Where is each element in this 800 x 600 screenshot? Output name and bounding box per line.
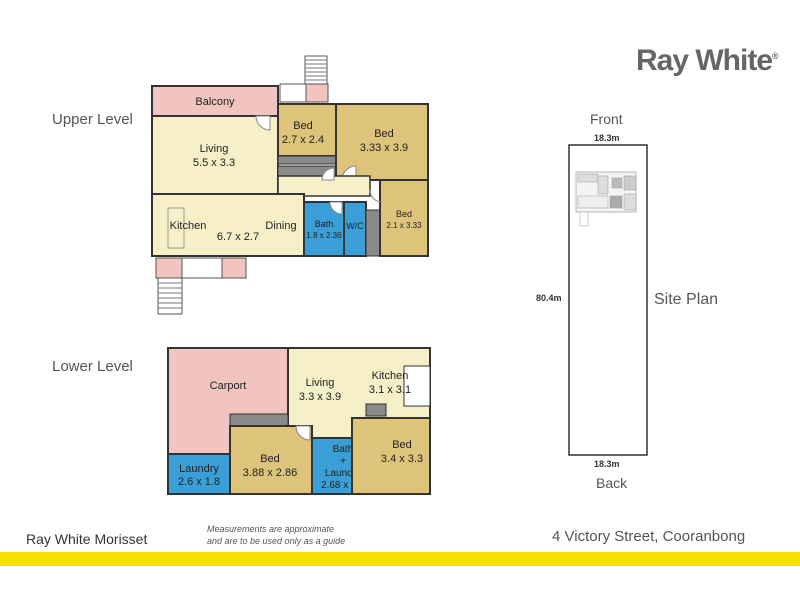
bed-upper-3	[379, 179, 429, 257]
bed-lower-1-dims: 3.88 x 2.86	[243, 467, 297, 479]
kitchen-upper-dims: 6.7 x 2.7	[217, 231, 259, 243]
bath-laundry-dims: 2.68 x 2.3	[321, 480, 365, 491]
accent-bar	[0, 552, 800, 566]
measurement-note: Measurements are approximate and are to …	[207, 523, 367, 547]
bath-laundry-label-1: Bath	[333, 444, 354, 455]
kitchen-upper-label: Kitchen	[170, 220, 207, 232]
bed-upper-3-label: Bed	[396, 209, 412, 219]
bath-upper-dims: 1.8 x 2.36	[306, 231, 342, 240]
bed-lower-1	[229, 425, 313, 495]
site-length: 80.4m	[536, 293, 562, 303]
living-upper-room	[151, 115, 279, 195]
bed-upper-2-label: Bed	[374, 128, 394, 140]
site-building-thumbnail	[575, 171, 637, 227]
bed-upper-1-dims: 2.7 x 2.4	[282, 134, 324, 146]
brand-name: Ray White	[636, 44, 773, 77]
lower-level-label: Lower Level	[52, 358, 133, 375]
stairs-top	[279, 55, 329, 103]
bed-upper-2-dims: 3.33 x 3.9	[360, 142, 408, 154]
living-lower-dims: 3.3 x 3.9	[299, 391, 341, 403]
bath-upper-label: Bath	[315, 219, 334, 229]
site-plan-title: Site Plan	[654, 291, 719, 308]
upper-level-label: Upper Level	[52, 111, 133, 128]
stairs-bottom	[155, 257, 247, 315]
laundry-label: Laundry	[179, 463, 219, 475]
carport-label: Carport	[210, 380, 247, 392]
site-back-label: Back	[596, 475, 628, 491]
living-upper-dims: 5.5 x 3.3	[193, 157, 235, 169]
property-address: 4 Victory Street, Cooranbong	[552, 528, 746, 545]
balcony-label: Balcony	[195, 96, 235, 108]
measurement-note-line-2: and are to be used only as a guide	[207, 536, 346, 546]
balcony-room	[151, 85, 279, 117]
site-front-label: Front	[590, 111, 623, 127]
bed-upper-1-label: Bed	[293, 120, 313, 132]
bed-upper-3-dims: 2.1 x 3.33	[386, 221, 422, 230]
bath-laundry-label-2: Laundry	[325, 468, 361, 479]
registered-mark: ®	[772, 51, 779, 61]
site-width-top: 18.3m	[594, 133, 620, 143]
bed-lower-2-label: Bed	[392, 439, 412, 451]
bed-lower-1-label: Bed	[260, 453, 280, 465]
bed-lower-2-dims: 3.4 x 3.3	[381, 453, 423, 465]
living-lower-label: Living	[306, 377, 335, 389]
bath-laundry-plus: +	[340, 456, 346, 467]
dining-label: Dining	[265, 220, 296, 232]
site-width-bottom: 18.3m	[594, 459, 620, 469]
measurement-note-line-1: Measurements are approximate	[207, 524, 335, 534]
laundry-dims: 2.6 x 1.8	[178, 476, 220, 488]
brand-logo: Ray White®	[636, 44, 779, 78]
kitchen-lower-dims: 3.1 x 3.1	[369, 384, 411, 396]
living-upper-label: Living	[200, 143, 229, 155]
wc-label: W/C	[346, 221, 364, 231]
bed-lower-2	[351, 417, 431, 495]
agency-name: Ray White Morisset	[26, 531, 148, 547]
kitchen-lower-label: Kitchen	[372, 370, 409, 382]
